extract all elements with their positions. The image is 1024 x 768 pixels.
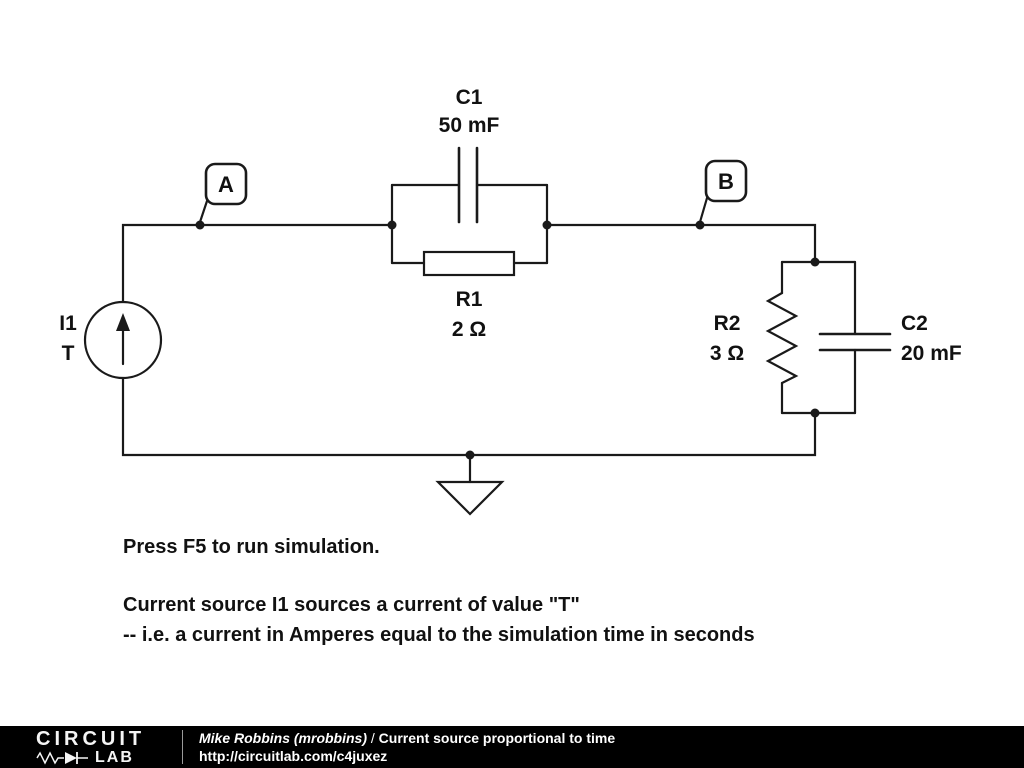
footer-author[interactable]: Mike Robbins (mrobbins) — [199, 729, 367, 746]
junction-dot — [465, 450, 475, 460]
wire — [121, 223, 394, 304]
annotation-source-description-2: -- i.e. a current in Amperes equal to th… — [123, 624, 755, 646]
label-c2-value: 20 mF — [901, 342, 962, 365]
node-label-a[interactable]: A — [198, 162, 248, 224]
junction-dot — [387, 220, 397, 230]
label-r1-value: 2 Ω — [452, 318, 486, 341]
footer-separator: / — [367, 729, 379, 746]
wire — [545, 223, 817, 264]
node-b-letter: B — [718, 169, 734, 194]
resistor-r2[interactable]: R2 3 Ω — [710, 260, 799, 415]
footer-bar: CIRCUIT LAB Mike Robbins (mrobbins) / Cu… — [0, 726, 1024, 768]
junction-dot — [810, 408, 820, 418]
footer-url-link[interactable]: http://circuitlab.com/c4juxez — [199, 748, 388, 764]
label-r1-name: R1 — [456, 288, 483, 311]
annotation-source-description-1: Current source I1 sources a current of v… — [123, 594, 580, 616]
junction-dot — [810, 257, 820, 267]
logo-circuit-text: CIRCUIT — [36, 727, 146, 750]
label-i1-name: I1 — [59, 312, 77, 335]
junction-dot — [542, 220, 552, 230]
logo-lab-text: LAB — [95, 748, 134, 766]
label-i1-value: T — [62, 342, 75, 365]
wires — [121, 183, 857, 457]
footer-byline: Mike Robbins (mrobbins) / Current source… — [199, 729, 615, 747]
ground-symbol[interactable] — [435, 453, 505, 516]
junction-dots — [195, 220, 820, 460]
schematic-canvas[interactable]: I1 T C1 50 mF R1 2 Ω R2 3 Ω — [0, 0, 1024, 726]
resistor-diode-icon — [36, 750, 88, 765]
label-c1-value: 50 mF — [439, 114, 500, 137]
current-source-i1[interactable]: I1 T — [59, 300, 163, 380]
capacitor-c2[interactable]: C2 20 mF — [818, 260, 962, 415]
junction-dot — [195, 220, 205, 230]
circuitlab-logo[interactable]: CIRCUIT LAB — [0, 729, 170, 766]
annotation-run-instruction: Press F5 to run simulation. — [123, 536, 380, 558]
arrow-up-icon — [116, 313, 130, 331]
wire — [121, 376, 817, 457]
resistor-r1[interactable]: R1 2 Ω — [390, 250, 549, 341]
label-r2-name: R2 — [714, 312, 741, 335]
node-label-b[interactable]: B — [698, 159, 748, 224]
footer-divider — [182, 730, 183, 764]
node-a-letter: A — [218, 172, 234, 197]
capacitor-c1[interactable]: C1 50 mF — [390, 86, 549, 224]
junction-dot — [695, 220, 705, 230]
label-c1-name: C1 — [456, 86, 483, 109]
footer-circuit-title: Current source proportional to time — [378, 729, 616, 746]
label-r2-value: 3 Ω — [710, 342, 744, 365]
label-c2-name: C2 — [901, 312, 928, 335]
